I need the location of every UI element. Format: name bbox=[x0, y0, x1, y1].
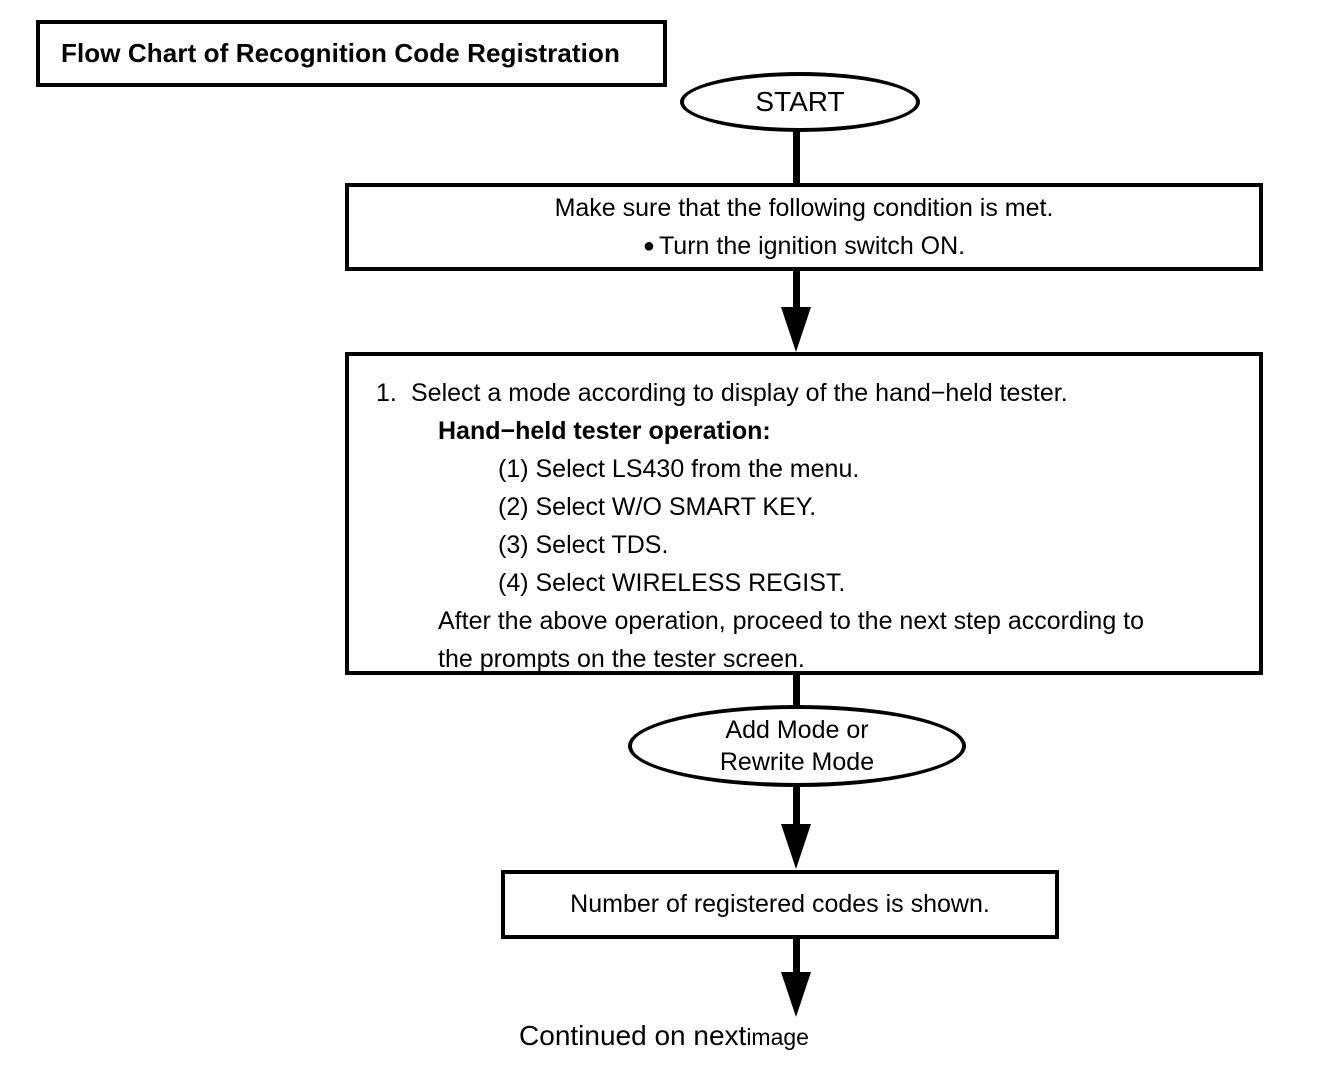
node-steps: 1. Select a mode according to display of… bbox=[345, 352, 1263, 675]
step-headline: Select a mode according to display of th… bbox=[411, 379, 1068, 407]
arrowhead-count-to-footer bbox=[781, 972, 811, 1017]
step-item-4: (4) Select WIRELESS REGIST. bbox=[498, 569, 846, 597]
step-closing-row: the prompts on the tester screen. bbox=[349, 640, 1259, 678]
step-closing-line-1: After the above operation, proceed to th… bbox=[438, 607, 1145, 635]
arrowhead-mode-to-count bbox=[781, 824, 811, 869]
connector-mode-to-count bbox=[793, 784, 800, 826]
connector-condition-to-steps bbox=[793, 271, 800, 311]
node-count-label: Number of registered codes is shown. bbox=[570, 890, 990, 918]
node-mode-line-2: Rewrite Mode bbox=[719, 748, 875, 776]
step-subhead: Hand−held tester operation: bbox=[438, 417, 771, 445]
node-start-label: START bbox=[755, 86, 845, 117]
step-item-1: (1) Select LS430 from the menu. bbox=[498, 455, 860, 483]
footer-main-text: Continued on next bbox=[519, 1020, 747, 1051]
footer-continuation: Continued on nextimage bbox=[0, 1020, 1328, 1052]
arrowhead-condition-to-steps bbox=[781, 307, 811, 352]
node-start: START bbox=[680, 72, 920, 132]
step-closing-line-2: the prompts on the tester screen. bbox=[438, 645, 805, 673]
connector-count-to-footer bbox=[793, 938, 800, 976]
node-mode: Add Mode or Rewrite Mode bbox=[628, 705, 966, 787]
page-title: Flow Chart of Recognition Code Registrat… bbox=[61, 38, 620, 68]
node-condition: Make sure that the following condition i… bbox=[345, 183, 1263, 271]
chart-title-box: Flow Chart of Recognition Code Registrat… bbox=[36, 20, 667, 87]
step-item-row: (2) Select W/O SMART KEY. bbox=[349, 488, 1259, 526]
node-count: Number of registered codes is shown. bbox=[501, 870, 1059, 939]
step-item-row: (4) Select WIRELESS REGIST. bbox=[349, 564, 1259, 602]
bullet-icon: ● bbox=[642, 235, 655, 257]
condition-line-1: Make sure that the following condition i… bbox=[554, 194, 1054, 222]
step-item-3: (3) Select TDS. bbox=[498, 531, 669, 559]
step-item-row: (1) Select LS430 from the menu. bbox=[349, 450, 1259, 488]
condition-line-2: ●Turn the ignition switch ON. bbox=[643, 227, 965, 265]
step-number: 1. bbox=[376, 379, 397, 407]
connector-start-to-condition bbox=[793, 130, 800, 185]
condition-line-2-text: Turn the ignition switch ON. bbox=[658, 232, 966, 260]
node-mode-line-1: Add Mode or bbox=[725, 716, 869, 744]
footer-sub-text: image bbox=[746, 1024, 809, 1050]
step-item-row: (3) Select TDS. bbox=[349, 526, 1259, 564]
step-subhead-row: Hand−held tester operation: bbox=[349, 412, 1259, 450]
step-closing-row: After the above operation, proceed to th… bbox=[349, 602, 1259, 640]
step-item-2: (2) Select W/O SMART KEY. bbox=[498, 493, 817, 521]
step-headline-row: 1. Select a mode according to display of… bbox=[349, 374, 1259, 412]
connector-steps-to-mode bbox=[793, 675, 800, 711]
